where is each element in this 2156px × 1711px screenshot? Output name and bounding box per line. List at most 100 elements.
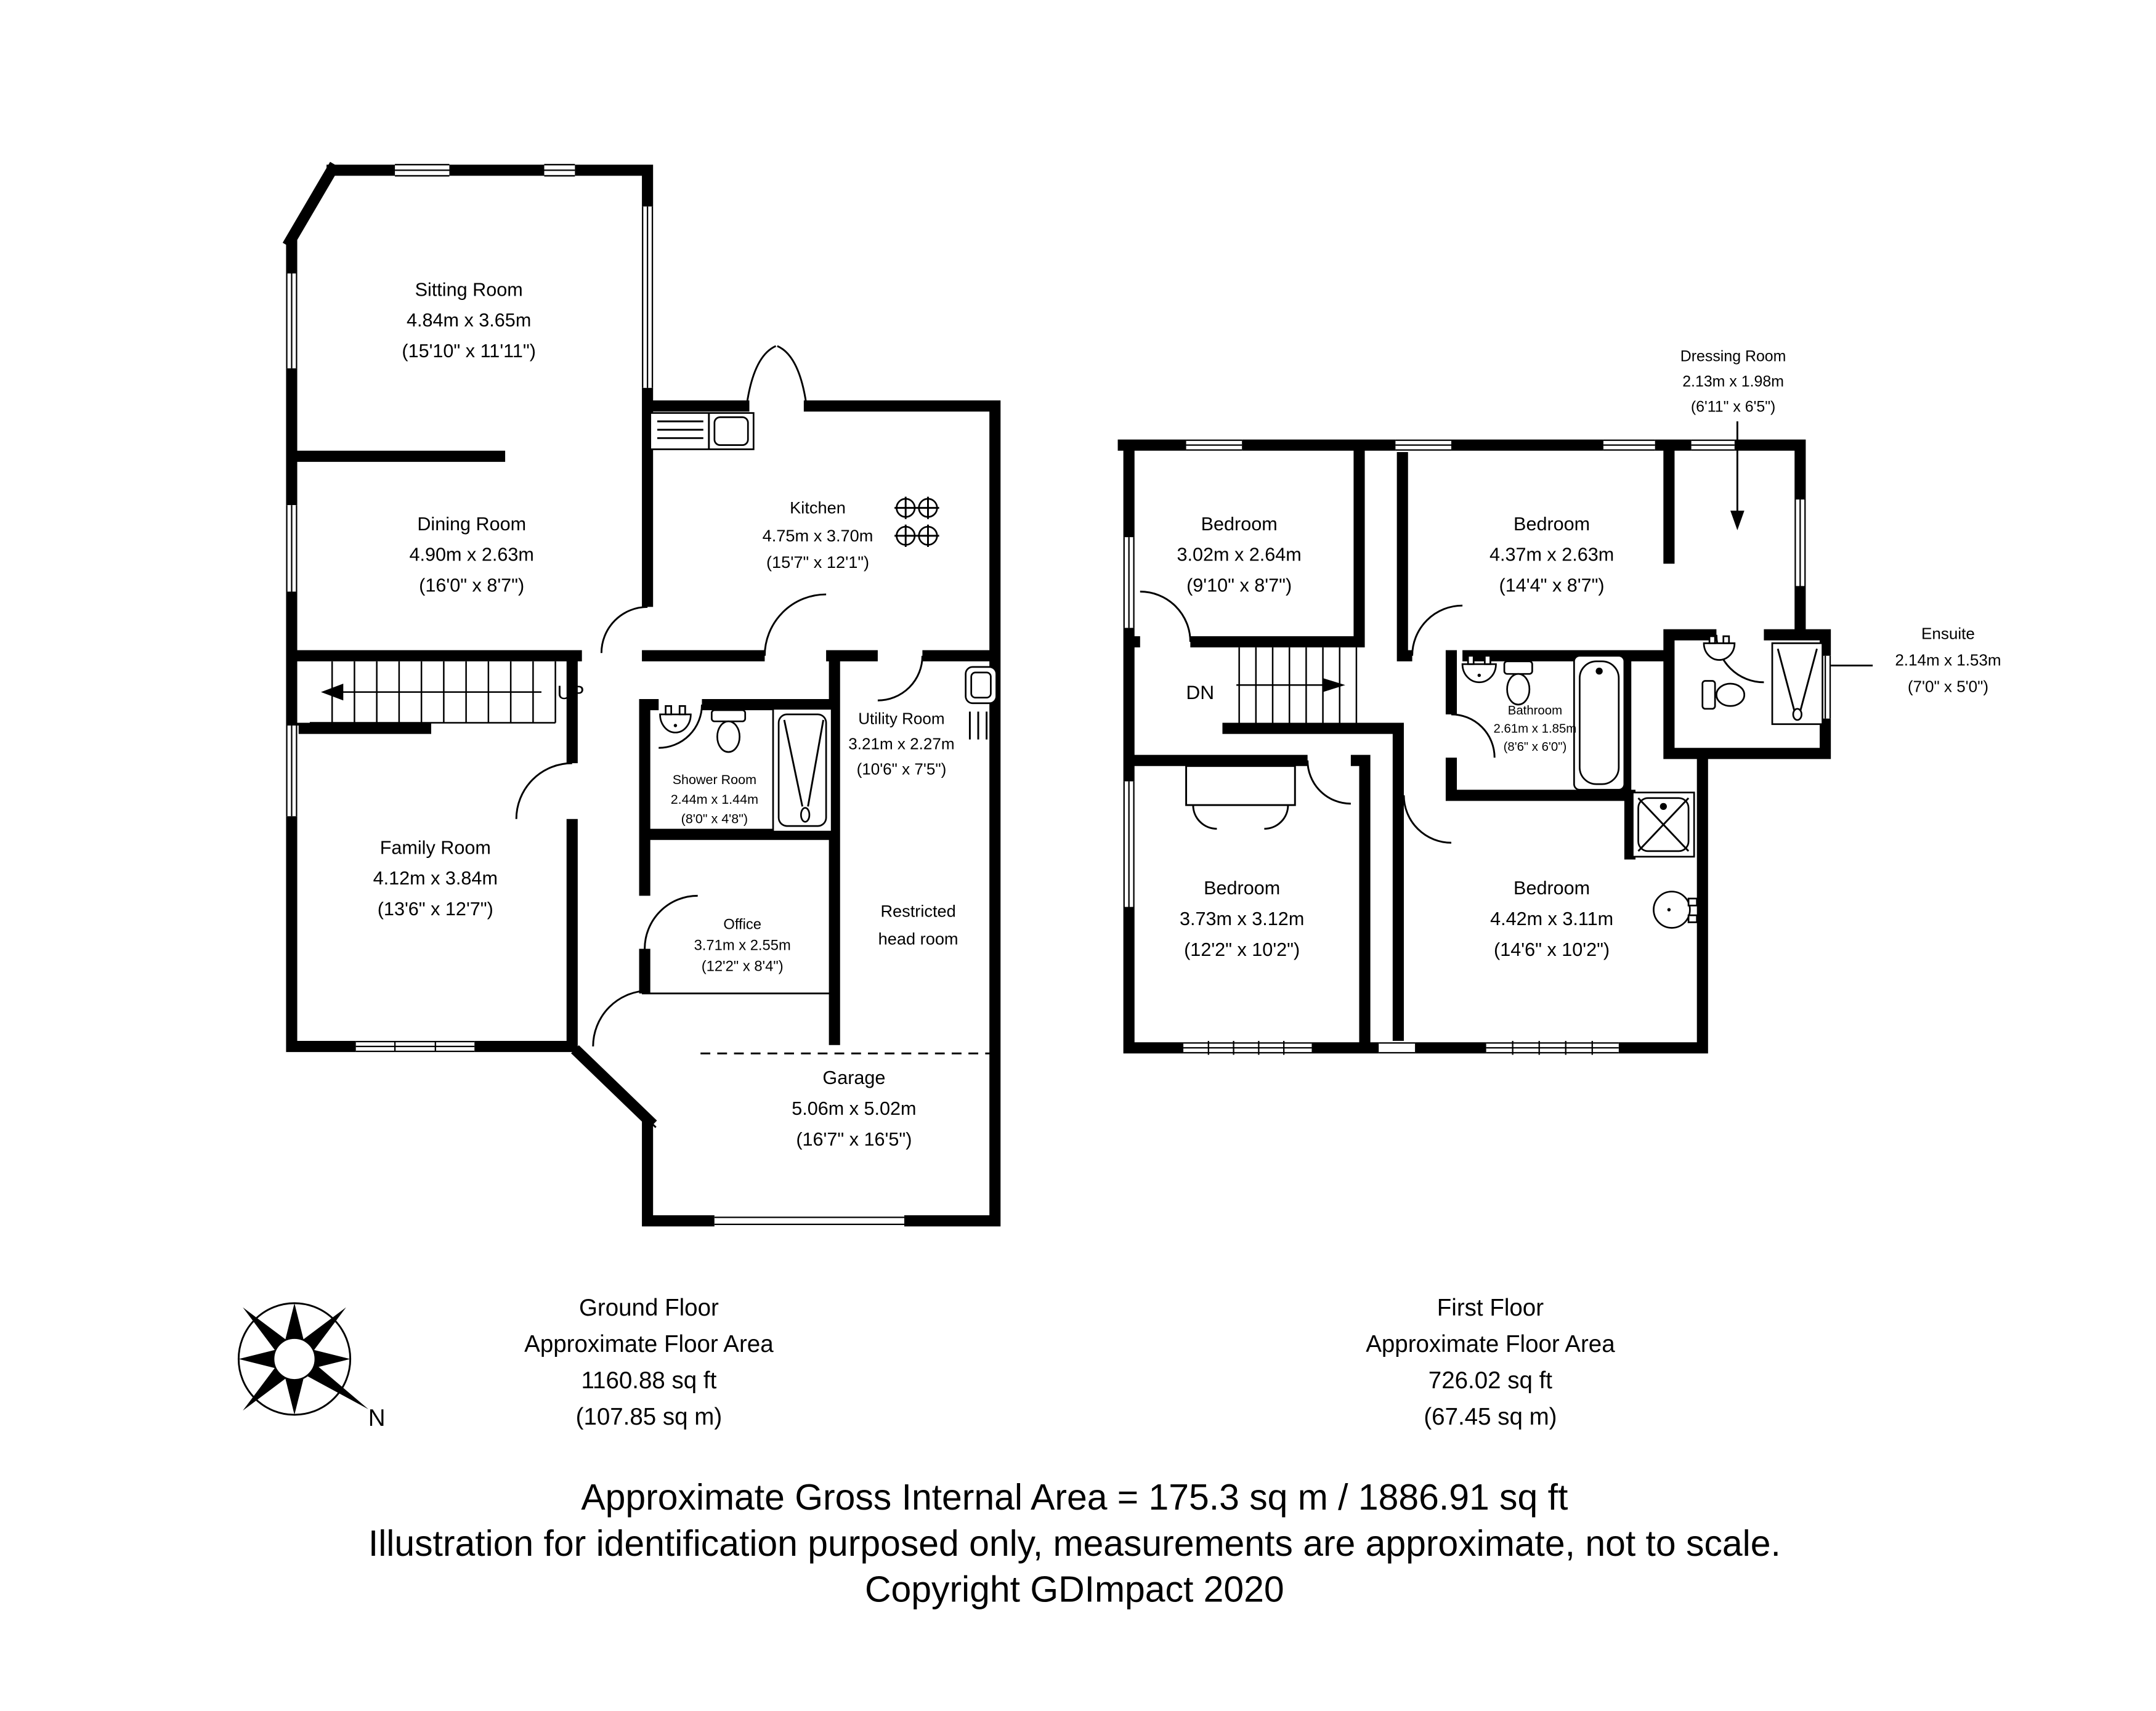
bedroom-top-left-metric: 3.02m x 2.64m — [1177, 544, 1302, 565]
dressing-room-imperial: (6'11" x 6'5") — [1691, 398, 1775, 415]
window — [1486, 1040, 1619, 1055]
basin-icon — [1703, 635, 1736, 661]
ground-floor-area-m: (107.85 sq m) — [576, 1404, 723, 1430]
compass-north-label: N — [368, 1405, 386, 1431]
utility-sink-icon — [965, 666, 997, 740]
toilet-icon — [1701, 680, 1746, 710]
kitchen-name: Kitchen — [790, 498, 846, 517]
dressing-room-pointer-arrow — [1730, 511, 1745, 530]
first-floor-area-ft: 726.02 sq ft — [1429, 1367, 1553, 1394]
hob-icon — [894, 496, 939, 548]
garage-imperial: (16'7" x 16'5") — [796, 1129, 912, 1150]
footer-text: Approximate Gross Internal Area = 175.3 … — [368, 1478, 1781, 1610]
bedroom-top-left-imperial: (9'10" x 8'7") — [1186, 575, 1292, 596]
window — [1603, 438, 1655, 452]
kitchen-metric: 4.75m x 3.70m — [763, 526, 873, 545]
window — [1122, 537, 1137, 628]
bedroom-top-right-metric: 4.37m x 2.63m — [1489, 544, 1614, 565]
window — [1395, 438, 1451, 452]
window — [1793, 500, 1807, 586]
dining-room-metric: 4.90m x 2.63m — [410, 544, 534, 565]
ground-floor-summary: Ground Floor Approximate Floor Area 1160… — [524, 1295, 774, 1430]
ground-floor-labels: Sitting Room 4.84m x 3.65m (15'10" x 11'… — [373, 279, 958, 1150]
kitchen-imperial: (15'7" x 12'1") — [766, 552, 869, 572]
restricted-head-room-line1: Restricted — [880, 901, 955, 920]
shower-cubicle-icon — [1771, 642, 1823, 726]
bedroom-bottom-right-name: Bedroom — [1514, 878, 1590, 899]
window — [285, 725, 299, 817]
shower-room-metric: 2.44m x 1.44m — [671, 792, 758, 807]
shower-cubicle-icon — [772, 708, 833, 833]
dining-room-name: Dining Room — [417, 514, 526, 535]
ground-floor-area-label: Approximate Floor Area — [524, 1331, 774, 1357]
ground-floor-area-ft: 1160.88 sq ft — [582, 1367, 717, 1394]
bathroom-imperial: (8'6" x 6'0") — [1504, 740, 1567, 754]
first-floor-windows — [1122, 438, 1833, 1055]
bedroom-top-left-name: Bedroom — [1201, 514, 1278, 535]
basin-icon — [659, 705, 692, 734]
first-floor-area-label: Approximate Floor Area — [1366, 1331, 1615, 1357]
utility-room-metric: 3.21m x 2.27m — [848, 735, 954, 753]
window — [1186, 438, 1242, 452]
ground-floor-doors — [515, 345, 923, 1047]
stairs-up-label: UP — [557, 681, 585, 703]
bathroom-name: Bathroom — [1508, 704, 1562, 718]
utility-room-imperial: (10'6" x 7'5") — [857, 759, 947, 778]
dining-room-imperial: (16'0" x 8'7") — [419, 575, 524, 596]
bedroom-bottom-left-name: Bedroom — [1204, 878, 1280, 899]
shower-cubicle-icon — [1632, 791, 1695, 858]
office-metric: 3.71m x 2.55m — [694, 937, 791, 954]
bedroom-bottom-left-imperial: (12'2" x 10'2") — [1184, 939, 1300, 960]
window — [285, 273, 299, 369]
sitting-room-name: Sitting Room — [415, 279, 523, 300]
kitchen-sink-icon — [649, 412, 755, 450]
footer-gross-area: Approximate Gross Internal Area = 175.3 … — [581, 1478, 1568, 1518]
bedroom-bottom-right-metric: 4.42m x 3.11m — [1490, 908, 1613, 929]
bedroom-top-right-name: Bedroom — [1514, 514, 1590, 535]
ensuite-metric: 2.14m x 1.53m — [1895, 651, 2001, 669]
first-floor-doors — [1140, 591, 1764, 844]
ensuite-imperial: (7'0" x 5'0") — [1908, 678, 1988, 696]
restricted-head-room-line2: head room — [878, 929, 958, 949]
first-floor-title: First Floor — [1437, 1295, 1544, 1321]
first-floor-stairs — [1236, 647, 1358, 723]
first-floor-labels: Bedroom 3.02m x 2.64m (9'10" x 8'7") Bed… — [1177, 348, 2001, 960]
ensuite-name: Ensuite — [1921, 625, 1975, 643]
toilet-icon — [1503, 660, 1533, 706]
footer-disclaimer: Illustration for identification purposed… — [368, 1524, 1781, 1564]
utility-room-name: Utility Room — [858, 710, 944, 728]
window — [1183, 1040, 1312, 1055]
window — [640, 206, 655, 388]
first-floor-summary: First Floor Approximate Floor Area 726.0… — [1366, 1295, 1615, 1430]
first-floor-plan: Bedroom 3.02m x 2.64m (9'10" x 8'7") Bed… — [1117, 348, 2001, 1055]
window — [355, 1039, 475, 1054]
window — [395, 163, 450, 177]
ground-floor-plan: Sitting Room 4.84m x 3.65m (15'10" x 11'… — [282, 161, 1001, 1227]
stairs-down-label: DN — [1186, 681, 1214, 703]
bedroom-top-right-imperial: (14'4" x 8'7") — [1499, 575, 1605, 596]
office-imperial: (12'2" x 8'4") — [702, 958, 784, 975]
stairs-down-arrow — [1323, 678, 1345, 692]
sitting-room-imperial: (15'10" x 11'11") — [402, 341, 536, 362]
stairs-up-arrow — [321, 684, 344, 701]
window — [1691, 438, 1735, 452]
first-floor-area-m: (67.45 sq m) — [1424, 1404, 1557, 1430]
window — [1379, 1040, 1416, 1055]
office-name: Office — [723, 916, 761, 933]
first-floor-fixtures — [1461, 635, 1823, 929]
closet — [1185, 765, 1296, 830]
shower-room-name: Shower Room — [673, 772, 756, 787]
ground-floor-fixtures — [588, 412, 997, 1128]
dressing-room-name: Dressing Room — [1680, 348, 1786, 365]
bath-icon — [1573, 655, 1626, 791]
basin-icon — [1653, 891, 1698, 929]
ground-floor-stairs — [309, 661, 556, 724]
family-room-metric: 4.12m x 3.84m — [373, 868, 498, 889]
bedroom-bottom-left-metric: 3.73m x 3.12m — [1180, 908, 1304, 929]
window — [1122, 781, 1137, 907]
ground-floor-title: Ground Floor — [579, 1295, 719, 1321]
dressing-room-metric: 2.13m x 1.98m — [1682, 373, 1784, 390]
garage-door — [714, 1215, 904, 1227]
ground-floor-windows — [285, 163, 904, 1227]
